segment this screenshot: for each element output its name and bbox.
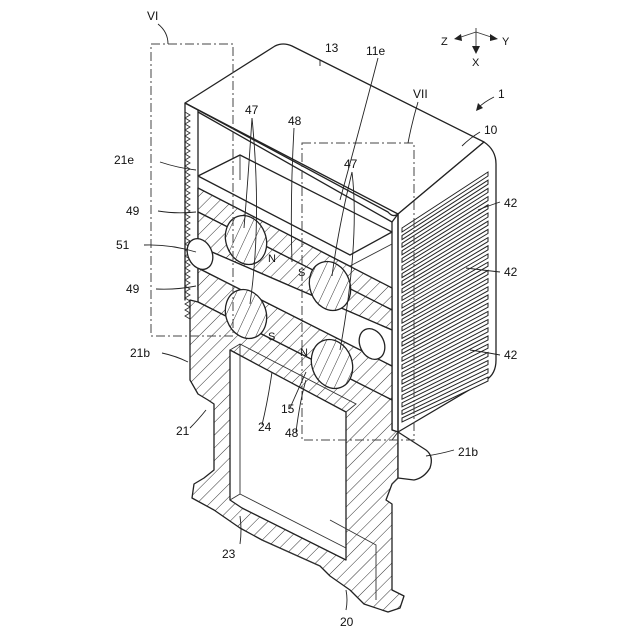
- axis-z-label: Z: [441, 36, 448, 48]
- axis-indicator: Z Y X: [441, 28, 510, 69]
- ref-1: 1: [498, 87, 505, 101]
- ref-49-bottom: 49: [126, 282, 140, 296]
- ref-49-top: 49: [126, 204, 140, 218]
- ref-47-left: 47: [245, 103, 259, 117]
- section-label-vii: VII: [413, 87, 428, 101]
- ref-51: 51: [116, 238, 130, 252]
- ref-21b-left: 21b: [130, 346, 150, 360]
- pole-s-lower: S: [268, 331, 275, 343]
- ref-11e: 11e: [366, 44, 385, 58]
- ref-21e: 21e: [114, 153, 134, 167]
- ref-13: 13: [325, 41, 339, 55]
- section-cut: [190, 155, 404, 612]
- ref-48-bottom: 48: [285, 426, 299, 440]
- ref-15: 15: [281, 402, 295, 416]
- section-label-vi: VI: [147, 9, 158, 23]
- ref-20: 20: [340, 615, 354, 629]
- ref-24: 24: [258, 420, 272, 434]
- axis-x-label: X: [472, 57, 480, 69]
- axis-y-label: Y: [502, 36, 510, 48]
- front-right-rim: [392, 214, 398, 432]
- ref-47-right: 47: [344, 157, 358, 171]
- ref-21: 21: [176, 424, 190, 438]
- ref-23: 23: [222, 547, 236, 561]
- pole-n-upper: N: [268, 253, 276, 265]
- ref-42-c: 42: [504, 348, 518, 362]
- ref-21b-right: 21b: [458, 445, 478, 459]
- ref-42-a: 42: [504, 196, 518, 210]
- pole-n-lower: N: [300, 347, 308, 359]
- ref-42-b: 42: [504, 265, 518, 279]
- ref-10: 10: [484, 123, 498, 137]
- ref-48-top: 48: [288, 114, 302, 128]
